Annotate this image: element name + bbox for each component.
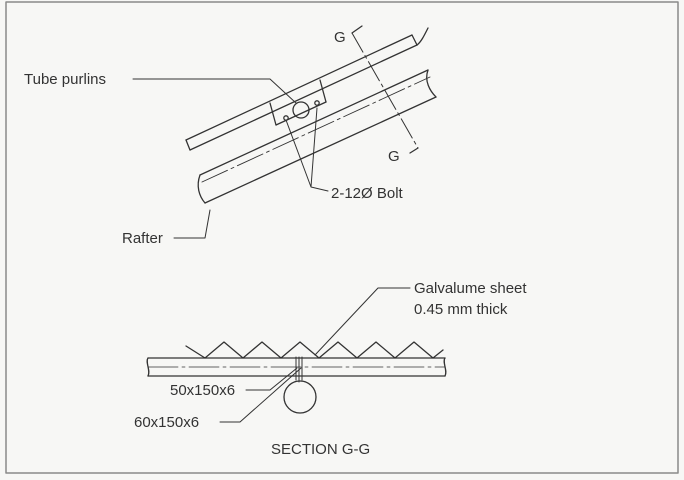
sheet-label-line2: 0.45 mm thick: [414, 301, 508, 318]
tube-purlins-leader: [132, 78, 297, 104]
sheet-label-line1: Galvalume sheet: [414, 280, 527, 297]
tube-purlin: [292, 101, 310, 119]
isometric-detail: [132, 25, 437, 239]
plate-upper-leader: [245, 367, 298, 391]
drawing-border: [5, 1, 679, 474]
roof-sheet-edge: [185, 27, 429, 151]
tube-section: [283, 380, 317, 414]
plate-upper-label: 50x150x6: [170, 382, 236, 399]
sheet-leader: [314, 287, 411, 356]
corrugated-sheet: [185, 341, 444, 359]
bolt-label: 2-12Ø Bolt: [331, 185, 403, 202]
rafter-member: [197, 69, 437, 204]
tube-purlins-label: Tube purlins: [24, 71, 106, 88]
rafter-label: Rafter: [122, 230, 163, 247]
rafter-leader: [173, 209, 211, 239]
section-mark-top: G: [334, 29, 346, 46]
section-gg: [146, 287, 447, 423]
section-mark-bottom: G: [388, 148, 400, 165]
section-cut-line: [351, 25, 419, 154]
bolt-hole-right: [314, 100, 320, 106]
plate-lower-label: 60x150x6: [134, 414, 200, 431]
plate-lower-leader: [219, 367, 302, 423]
cleat-plate: [269, 79, 327, 126]
section-title: SECTION G-G: [271, 441, 371, 458]
bolt-leader: [285, 107, 329, 192]
